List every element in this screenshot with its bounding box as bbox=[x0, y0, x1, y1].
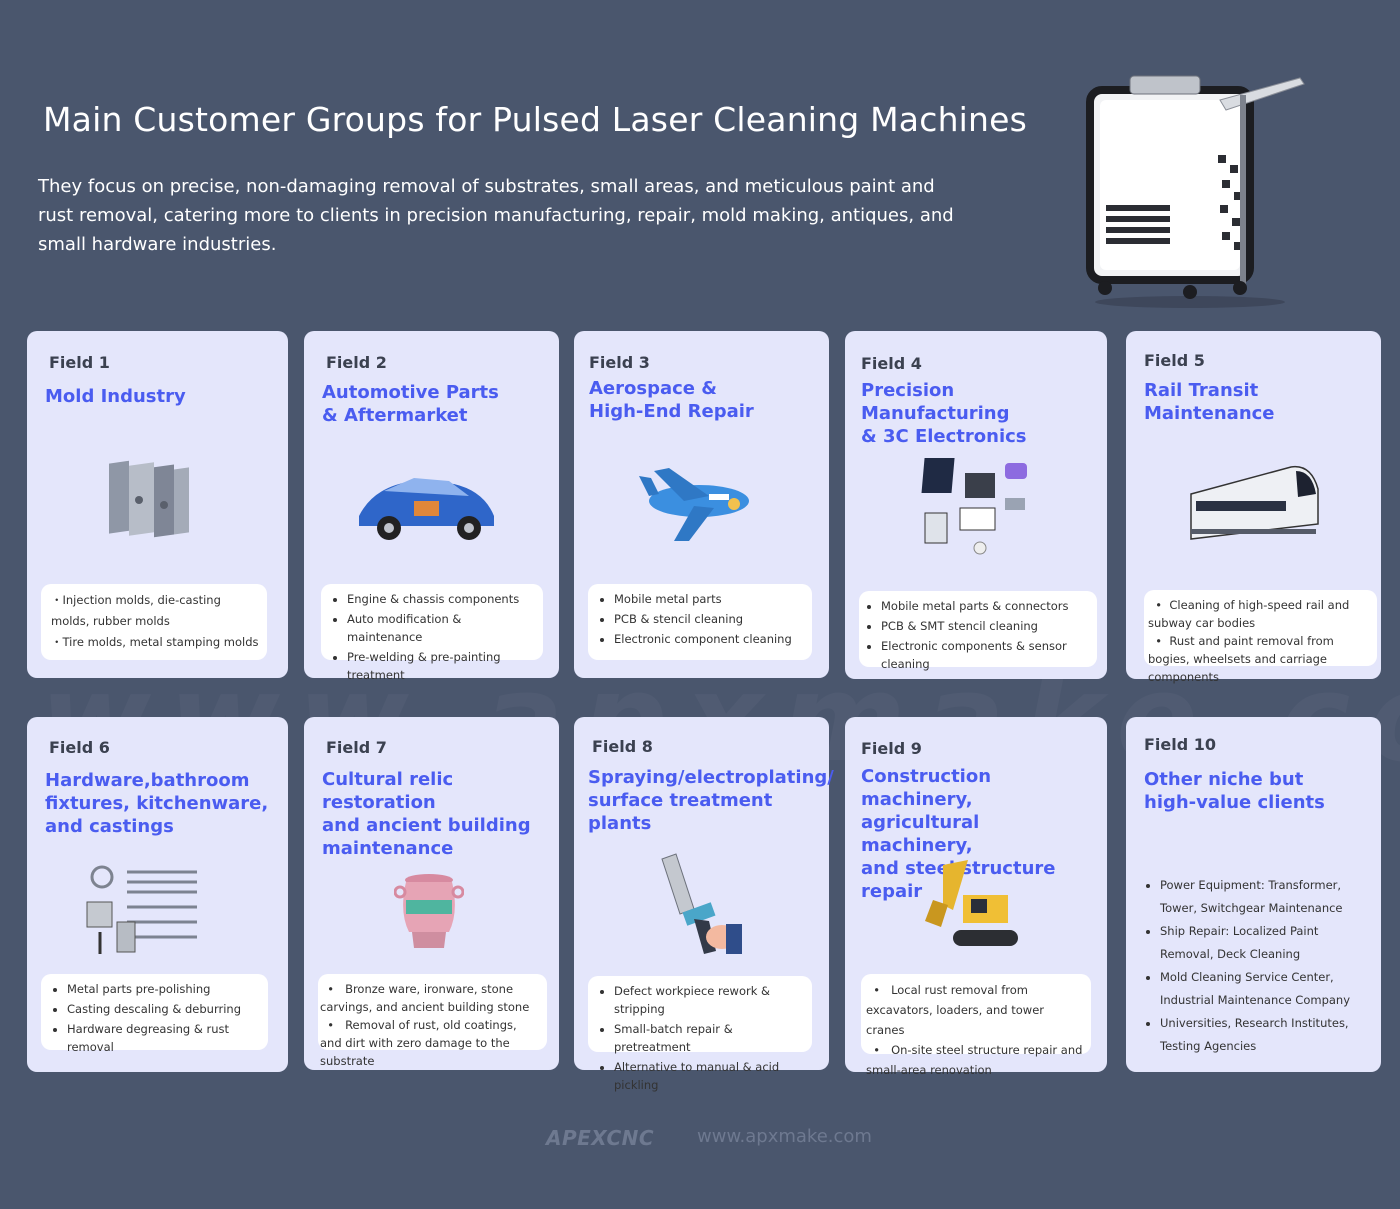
field-detail-box: • Local rust removal from excavators, lo… bbox=[861, 974, 1091, 1077]
list-item: • Rust and paint removal from bogies, wh… bbox=[1148, 634, 1334, 684]
field-detail-box: Mobile metal parts PCB & stencil cleanin… bbox=[588, 584, 812, 660]
field-card-4: Field 4 Precision Manufacturing& 3C Elec… bbox=[845, 331, 1107, 679]
brand-logo: APEXCNC bbox=[546, 1126, 655, 1150]
field-title: Automotive Parts& Aftermarket bbox=[322, 382, 499, 426]
field-title: Mold Industry bbox=[45, 386, 186, 407]
list-item: PCB & SMT stencil cleaning bbox=[881, 617, 1091, 635]
list-item: Small-batch repair & pretreatment bbox=[614, 1020, 806, 1056]
field-number: Field 2 bbox=[326, 353, 387, 372]
field-number: Field 7 bbox=[326, 738, 387, 757]
field-number: Field 5 bbox=[1144, 351, 1205, 370]
field-card-8: Field 8 Spraying/electroplating/surface … bbox=[574, 717, 834, 1092]
electronics-icon bbox=[921, 458, 1027, 555]
page-title: Main Customer Groups for Pulsed Laser Cl… bbox=[43, 100, 1028, 139]
field-number: Field 8 bbox=[592, 737, 653, 756]
list-item: ・Tire molds, metal stamping molds bbox=[51, 635, 259, 649]
field-title: Rail Transit Maintenance bbox=[1144, 380, 1275, 424]
field-detail-box: Engine & chassis components Auto modific… bbox=[321, 584, 543, 682]
list-item: Auto modification & maintenance bbox=[347, 610, 537, 646]
train-icon bbox=[1190, 465, 1319, 540]
field-card-3: Field 3 Aerospace &High-End Repair Mobil… bbox=[574, 331, 829, 678]
field-number: Field 3 bbox=[589, 353, 650, 372]
field-title: Precision Manufacturing& 3C Electronics bbox=[861, 380, 1027, 447]
field-card-1: Field 1 Mold Industry ・Injection molds, … bbox=[27, 331, 288, 678]
list-item: Engine & chassis components bbox=[347, 590, 537, 608]
list-item: Universities, Research Institutes, Testi… bbox=[1160, 1012, 1374, 1058]
field-number: Field 6 bbox=[49, 738, 110, 757]
list-item: Hardware degreasing & rust removal bbox=[67, 1020, 262, 1056]
list-item: • Local rust removal from excavators, lo… bbox=[866, 983, 1045, 1037]
list-item: Pre-welding & pre-painting treatment bbox=[347, 648, 537, 684]
laser-machine-image bbox=[1086, 75, 1305, 308]
intro-text: They focus on precise, non-damaging remo… bbox=[38, 176, 954, 255]
field-card-5: Field 5 Rail Transit Maintenance • Clean… bbox=[1126, 331, 1381, 684]
list-item: ・Injection molds, die-casting molds, rub… bbox=[51, 593, 221, 628]
list-item: • Removal of rust, old coatings, and dir… bbox=[320, 1018, 517, 1068]
field-detail-box: Metal parts pre-polishing Casting descal… bbox=[41, 974, 268, 1054]
field-detail-list: Power Equipment: Transformer, Tower, Swi… bbox=[1144, 874, 1374, 1058]
ancient-vessel-icon bbox=[394, 874, 464, 948]
list-item: • Bronze ware, ironware, stone carvings,… bbox=[320, 982, 530, 1014]
list-item: Alternative to manual & acid pickling bbox=[614, 1058, 806, 1094]
field-number: Field 9 bbox=[861, 739, 922, 758]
field-detail-box: • Bronze ware, ironware, stone carvings,… bbox=[318, 974, 547, 1068]
list-item: Power Equipment: Transformer, Tower, Swi… bbox=[1160, 874, 1374, 920]
list-item: Casting descaling & deburring bbox=[67, 1000, 262, 1018]
excavator-icon bbox=[925, 860, 1018, 946]
list-item: Metal parts pre-polishing bbox=[67, 980, 262, 998]
field-card-9: Field 9 Construction machinery,agricultu… bbox=[845, 717, 1107, 1077]
list-item: Electronic components & sensor cleaning bbox=[881, 637, 1091, 673]
field-title: Aerospace &High-End Repair bbox=[589, 378, 754, 422]
car-icon bbox=[359, 478, 494, 540]
list-item: Defect workpiece rework & stripping bbox=[614, 982, 806, 1018]
field-number: Field 4 bbox=[861, 354, 922, 373]
field-number: Field 10 bbox=[1144, 735, 1217, 754]
list-item: Mobile metal parts & connectors bbox=[881, 597, 1091, 615]
airplane-icon bbox=[639, 468, 749, 541]
field-detail-box: Mobile metal parts & connectors PCB & SM… bbox=[859, 591, 1097, 671]
field-detail-box: • Cleaning of high-speed rail and subway… bbox=[1144, 590, 1377, 684]
field-detail-box: ・Injection molds, die-casting molds, rub… bbox=[41, 584, 267, 660]
list-item: PCB & stencil cleaning bbox=[614, 610, 806, 628]
list-item: Mold Cleaning Service Center, Industrial… bbox=[1160, 966, 1374, 1012]
website-link[interactable]: www.apxmake.com bbox=[697, 1126, 872, 1147]
list-item: Mobile metal parts bbox=[614, 590, 806, 608]
spray-gun-icon bbox=[661, 853, 742, 954]
field-number: Field 1 bbox=[49, 353, 110, 372]
bathroom-hardware-icon bbox=[86, 865, 197, 954]
list-item: • Cleaning of high-speed rail and subway… bbox=[1148, 598, 1350, 630]
list-item: Electronic component cleaning bbox=[614, 630, 806, 648]
field-title: Spraying/electroplating/surface treatmen… bbox=[588, 767, 834, 834]
mold-icon bbox=[109, 460, 189, 538]
field-card-2: Field 2 Automotive Parts& Aftermarket En… bbox=[304, 331, 559, 682]
list-item: • On-site steel structure repair and sma… bbox=[866, 1043, 1083, 1077]
field-detail-box: Defect workpiece rework & stripping Smal… bbox=[588, 976, 812, 1092]
list-item: Ship Repair: Localized Paint Removal, De… bbox=[1160, 920, 1374, 966]
